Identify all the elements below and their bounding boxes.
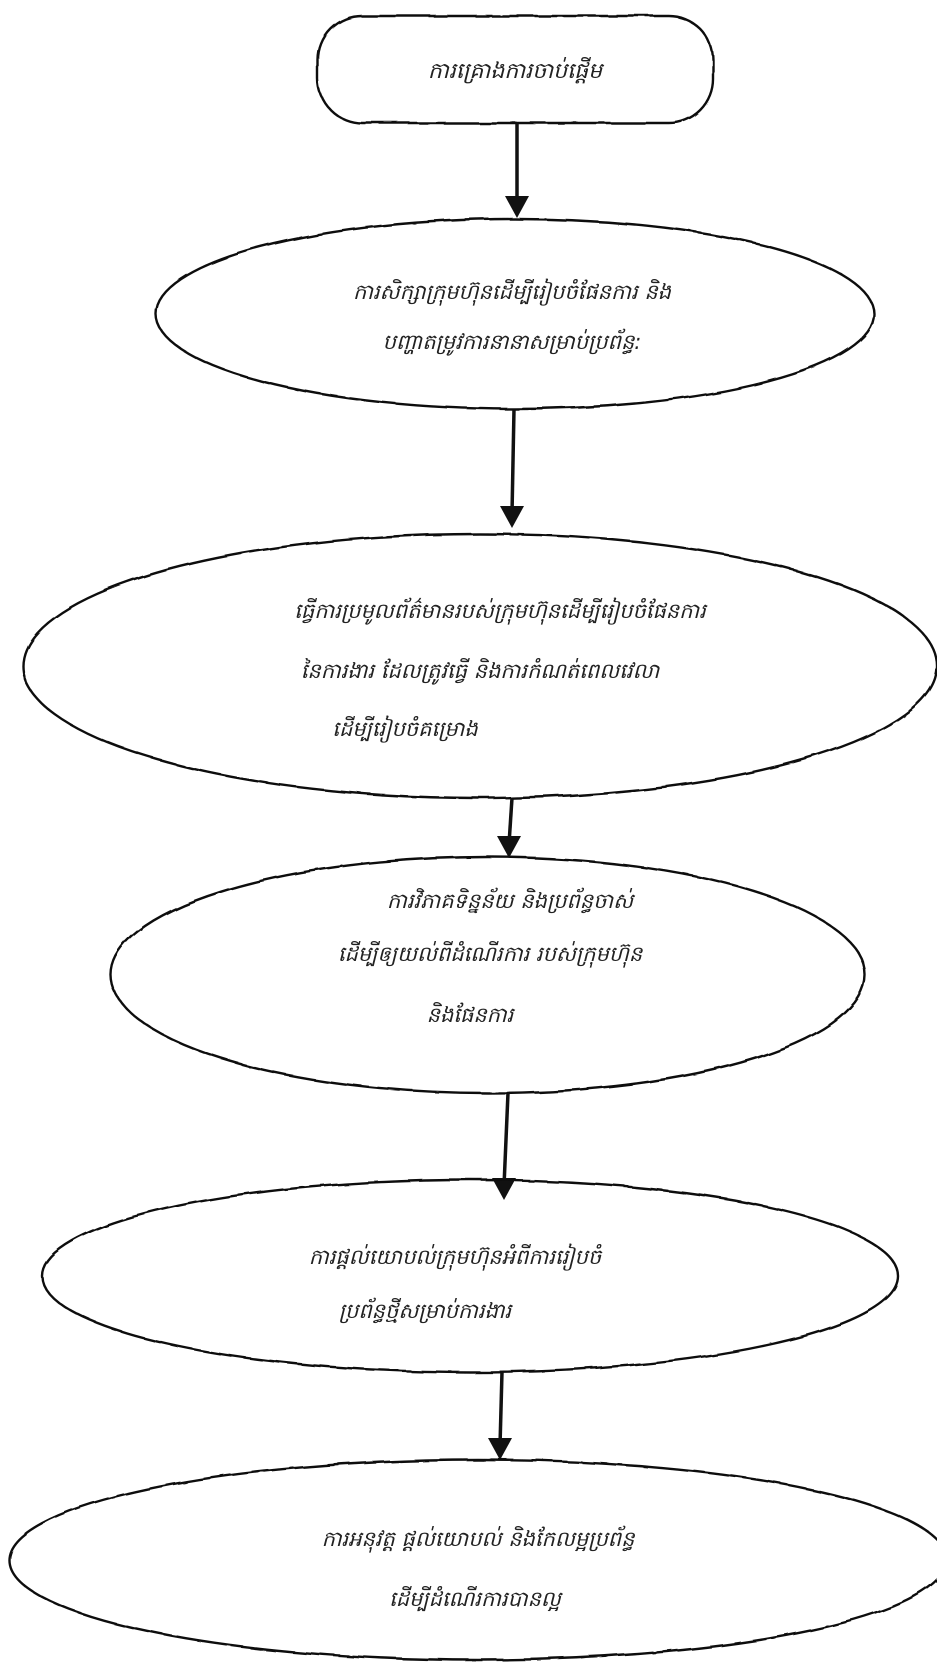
node-label: ការអនុវត្ត ផ្តល់យោបល់ និងកែលម្អប្រព័ន្ធ: [322, 1525, 637, 1553]
flow-step-5: ការអនុវត្ត ផ្តល់យោបល់ និងកែលម្អប្រព័ន្ធ …: [7, 1458, 937, 1662]
arrow-shaft: [510, 408, 516, 515]
arrow-3: [497, 797, 521, 858]
arrow-head-icon: [488, 1438, 512, 1460]
node-label: បញ្ហាតម្រូវការនានាសម្រាប់ប្រព័ន្ធ:: [383, 328, 642, 356]
node-label: ការផ្តល់យោបល់ក្រុមហ៊ុនអំពីការរៀបចំ: [309, 1243, 603, 1271]
node-label: ដើម្បីឲ្យយល់ពីដំណើរការ របស់ក្រុមហ៊ុន: [338, 941, 644, 968]
arrow-head-icon: [505, 196, 529, 218]
arrow-head-icon: [492, 1178, 516, 1200]
flow-step-4: ការផ្តល់យោបល់ក្រុមហ៊ុនអំពីការរៀបចំ ប្រព័…: [40, 1178, 900, 1374]
connectors: [488, 124, 529, 1460]
arrow-shaft: [502, 1092, 510, 1187]
node-label: ការគ្រោងការចាប់ផ្តើម: [428, 57, 605, 84]
node-label: ប្រព័ន្ធថ្មីសម្រាប់ការងារ: [339, 1297, 514, 1324]
flow-step-3: ការវិភាគទិន្នន័យ និងប្រព័ន្ធចាស់ ដើម្បីឲ…: [109, 855, 867, 1095]
arrow-2: [500, 408, 524, 528]
arrow-head-icon: [500, 506, 524, 528]
flow-step-1: ការសិក្សាក្រុមហ៊ុនដើម្បីរៀបចំផែនការ និង …: [154, 217, 876, 411]
node-label: និងផែនការ: [427, 1002, 516, 1027]
arrow-1: [505, 124, 529, 218]
node-label: នៃការងារ ដែលត្រូវធ្វើ និងការកំណត់ពេលវេលា: [301, 658, 661, 685]
arrow-5: [488, 1371, 512, 1460]
node-label: ការវិភាគទិន្នន័យ និងប្រព័ន្ធចាស់: [387, 887, 636, 914]
arrow-head-icon: [497, 836, 521, 858]
flow-step-2: ធ្វើការប្រមូលព័ត៌មានរបស់ក្រុមហ៊ុនដើម្បីរ…: [21, 532, 937, 800]
arrow-shaft: [498, 1371, 504, 1447]
start-node: ការគ្រោងការចាប់ផ្តើម: [316, 14, 715, 125]
node-label: ដើម្បីរៀបចំគម្រោង: [332, 715, 478, 743]
node-label: ដើម្បីដំណើរការបានល្អ: [389, 1586, 564, 1612]
node-label: ការសិក្សាក្រុមហ៊ុនដើម្បីរៀបចំផែនការ និង: [353, 278, 672, 306]
node-label: ធ្វើការប្រមូលព័ត៌មានរបស់ក្រុមហ៊ុនដើម្បីរ…: [294, 597, 708, 625]
arrow-4: [492, 1092, 516, 1200]
